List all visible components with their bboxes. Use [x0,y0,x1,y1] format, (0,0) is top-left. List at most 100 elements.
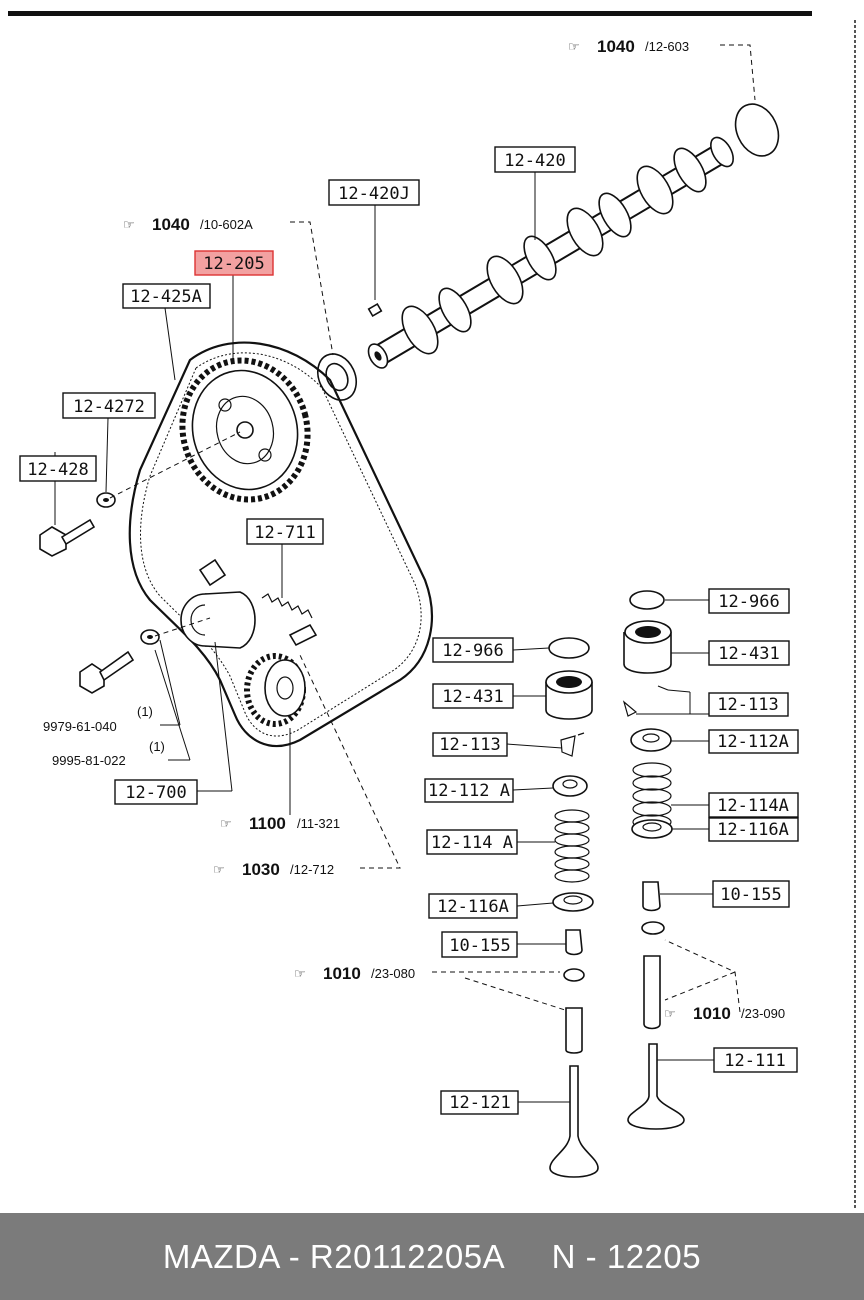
reference-1100-11-321[interactable]: ☞ 1100 /11-321 [220,814,340,833]
right-shim[interactable] [629,590,665,610]
right-tappet[interactable] [623,620,672,674]
pointing-hand-icon: ☞ [123,217,135,232]
code-9979-61-040[interactable]: (1) 9979-61-040 [43,704,153,734]
part-label-12-700[interactable]: 12-700 [114,779,198,805]
part-label-12-121[interactable]: 12-121 [440,1090,519,1115]
timing-belt[interactable] [128,341,433,748]
svg-text:1040: 1040 [597,37,635,56]
crankshaft-pulley[interactable] [244,653,306,727]
camshaft[interactable] [365,134,738,372]
part-label-12-112A-left[interactable]: 12-112 A [424,778,514,803]
part-label-12-431-left[interactable]: 12-431 [432,683,514,709]
footer-separator: - [585,1237,598,1275]
part-label-12-112A-right[interactable]: 12-112A [708,729,799,754]
part-label-10-155-left[interactable]: 10-155 [441,931,518,958]
pointing-hand-icon: ☞ [294,966,306,981]
pointing-hand-icon: ☞ [664,1006,676,1021]
pulley-bolt[interactable] [39,518,96,557]
footer-brand: MAZDA [162,1237,280,1275]
part-label-12-966-right[interactable]: 12-966 [708,588,790,614]
left-valve-seal[interactable] [565,929,583,956]
left-spring-seat-upper[interactable] [552,775,588,797]
code-9995-81-022[interactable]: (1) 9995-81-022 [52,739,165,768]
reference-1010-23-090[interactable]: ☞ 1010 /23-090 [664,1004,785,1023]
camshaft-plug[interactable] [727,97,786,163]
camshaft-key[interactable] [367,302,383,318]
tensioner-bolt[interactable] [79,650,135,694]
reference-1040-12-603[interactable]: ☞ 1040 /12-603 [568,37,689,56]
svg-text:/11-321: /11-321 [297,816,340,831]
reference-1010-23-080[interactable]: ☞ 1010 /23-080 [294,964,415,983]
intake-valve[interactable] [549,1065,599,1178]
right-valve-guide[interactable] [643,955,661,1030]
belt-tensioner[interactable] [180,558,256,649]
footer-part-number: R20112205A [309,1237,504,1275]
svg-text:12-420J: 12-420J [338,184,410,204]
svg-text:12-431: 12-431 [718,644,779,664]
right-spring-seat-lower[interactable] [631,819,673,839]
svg-text:12-700: 12-700 [125,783,186,803]
left-spring-seat-lower[interactable] [552,892,594,912]
part-label-12-4272[interactable]: 12-4272 [62,392,156,419]
svg-text:(1): (1) [149,739,165,754]
part-label-12-431-right[interactable]: 12-431 [708,640,790,666]
part-label-10-155-right[interactable]: 10-155 [712,880,790,908]
svg-text:12-116A: 12-116A [437,897,509,917]
part-label-12-114A-right[interactable]: 12-114A [708,792,799,818]
part-label-12-711[interactable]: 12-711 [246,518,324,545]
assembly-line-bolt [109,431,241,499]
spring-stud[interactable] [288,623,318,647]
svg-text:(1): (1) [137,704,153,719]
right-o-ring[interactable] [641,921,665,935]
svg-text:9979-61-040: 9979-61-040 [43,719,117,734]
pointing-hand-icon: ☞ [220,816,232,831]
svg-text:12-205: 12-205 [203,254,264,274]
svg-text:12-966: 12-966 [718,592,779,612]
svg-text:12-966: 12-966 [442,641,503,661]
part-label-12-111[interactable]: 12-111 [713,1047,798,1073]
svg-text:12-112A: 12-112A [717,732,789,752]
part-label-12-116A-left[interactable]: 12-116A [428,893,518,919]
left-valve-guide[interactable] [565,1007,583,1054]
svg-text:/12-712: /12-712 [290,862,334,877]
part-label-12-428[interactable]: 12-428 [19,455,97,482]
part-label-12-114A-left[interactable]: 12-114 A [426,829,518,855]
left-tappet[interactable] [545,670,593,720]
exhaust-valve[interactable] [627,1043,685,1130]
svg-text:12-114 A: 12-114 A [431,833,513,853]
part-label-12-966-left[interactable]: 12-966 [432,637,514,663]
reference-1040-10-602A[interactable]: ☞ 1040 /10-602A [123,215,253,234]
right-spring-seat-upper[interactable] [630,728,672,752]
pointing-hand-icon: ☞ [213,862,225,877]
svg-text:12-428: 12-428 [27,460,88,480]
assembly-line-tensioner [154,617,211,637]
reference-dashed-lines [290,44,756,1013]
left-collet[interactable] [560,732,585,757]
camshaft-pulley[interactable] [167,346,323,513]
part-label-12-116A-right[interactable]: 12-116A [708,817,799,842]
part-label-12-205-highlighted[interactable]: 12-205 [194,250,274,276]
left-shim[interactable] [548,637,590,659]
svg-text:/23-090: /23-090 [741,1006,785,1021]
right-collet[interactable] [622,685,669,717]
svg-text:12-711: 12-711 [254,523,315,543]
part-label-12-420J[interactable]: 12-420J [328,179,420,206]
svg-text:/10-602A: /10-602A [200,217,253,232]
part-label-12-425A[interactable]: 12-425A [122,283,211,309]
svg-text:9995-81-022: 9995-81-022 [52,753,126,768]
top-rule [8,11,812,16]
part-label-12-113-right[interactable]: 12-113 [708,692,789,717]
svg-text:12-431: 12-431 [442,687,503,707]
part-label-12-113-left[interactable]: 12-113 [432,732,508,757]
svg-text:10-155: 10-155 [449,936,510,956]
left-o-ring[interactable] [563,968,585,982]
svg-text:12-113: 12-113 [717,695,778,715]
part-label-12-420[interactable]: 12-420 [494,146,576,173]
reference-1030-12-712[interactable]: ☞ 1030 /12-712 [213,860,334,879]
right-valve-seal[interactable] [642,881,661,912]
tensioner-spring[interactable] [261,593,313,619]
left-valve-spring[interactable] [554,809,590,883]
right-valve-spring[interactable] [632,762,672,830]
camshaft-oil-seal[interactable] [311,348,364,407]
